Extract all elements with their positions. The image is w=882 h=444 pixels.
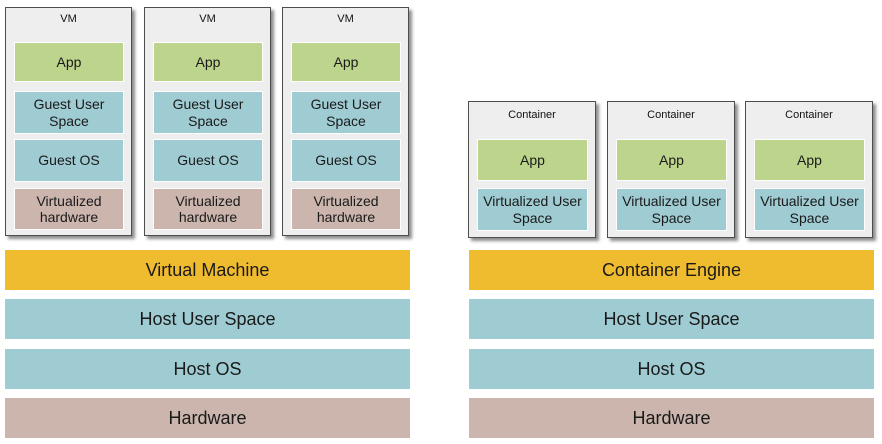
container-hardware-layer: Hardware: [469, 398, 874, 438]
container-frame-3: Container App Virtualized User Space: [745, 101, 873, 238]
container-engine-layer: Container Engine: [469, 250, 874, 290]
vm-virtualized-hardware: Virtualized hardware: [14, 188, 124, 230]
vm-app: App: [14, 42, 124, 82]
container-app: App: [477, 139, 588, 181]
container-label: Container: [785, 109, 833, 121]
vm-virtualized-hardware: Virtualized hardware: [291, 188, 401, 230]
vm-label: VM: [199, 13, 216, 25]
container-virtualized-user-space: Virtualized User Space: [477, 188, 588, 231]
vm-host-user-space-layer: Host User Space: [5, 299, 410, 339]
container-virtualized-user-space: Virtualized User Space: [754, 188, 865, 231]
vm-guest-os: Guest OS: [153, 139, 263, 182]
vm-guest-user-space: Guest User Space: [291, 91, 401, 134]
vm-virtualized-hardware: Virtualized hardware: [153, 188, 263, 230]
container-host-user-space-layer: Host User Space: [469, 299, 874, 339]
vm-hardware-layer: Hardware: [5, 398, 410, 438]
vm-guest-os: Guest OS: [291, 139, 401, 182]
virtual-machine-layer: Virtual Machine: [5, 250, 410, 290]
vm-label: VM: [60, 13, 77, 25]
vm-guest-os: Guest OS: [14, 139, 124, 182]
container-virtualized-user-space: Virtualized User Space: [616, 188, 727, 231]
vm-guest-user-space: Guest User Space: [153, 91, 263, 134]
vm-app: App: [153, 42, 263, 82]
container-frame-1: Container App Virtualized User Space: [468, 101, 596, 238]
vm-guest-user-space: Guest User Space: [14, 91, 124, 134]
vm-frame-1: VM App Guest User Space Guest OS Virtual…: [5, 7, 132, 236]
container-label: Container: [508, 109, 556, 121]
container-host-os-layer: Host OS: [469, 349, 874, 389]
vm-frame-2: VM App Guest User Space Guest OS Virtual…: [144, 7, 271, 236]
vm-label: VM: [337, 13, 354, 25]
vm-frame-3: VM App Guest User Space Guest OS Virtual…: [282, 7, 409, 236]
vm-app: App: [291, 42, 401, 82]
vm-host-os-layer: Host OS: [5, 349, 410, 389]
container-label: Container: [647, 109, 695, 121]
container-app: App: [754, 139, 865, 181]
container-app: App: [616, 139, 727, 181]
container-frame-2: Container App Virtualized User Space: [607, 101, 735, 238]
